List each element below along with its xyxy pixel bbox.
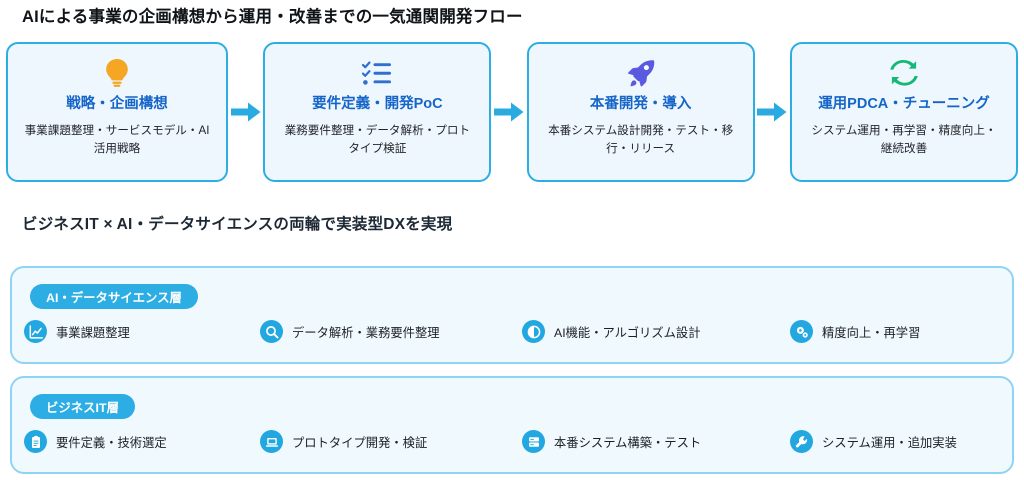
list-item[interactable]: システム運用・追加実装 [790,430,990,453]
list-item-label: AI機能・アルゴリズム設計 [554,325,701,340]
list-item[interactable]: 精度向上・再学習 [790,320,990,343]
list-item[interactable]: 本番システム構築・テスト [522,430,790,453]
flow-section-title: AIによる事業の企画構想から運用・改善までの一気通関開発フロー [22,8,523,26]
flow-card-description: 業務要件整理・データ解析・プロトタイプ検証 [284,124,471,155]
layer-panel-ai: AI・データサイエンス層 事業課題整理 データ解析・業務要件整理 [10,266,1014,364]
flow-card-description: システム運用・再学習・精度向上・継続改善 [811,124,997,155]
layers-section-title: ビジネスIT × AI・データサイエンスの両輪で実装型DXを実現 [22,216,453,233]
list-item[interactable]: データ解析・業務要件整理 [260,320,522,343]
list-item[interactable]: 要件定義・技術選定 [24,430,260,453]
flow-arrow-1 [228,42,263,182]
list-item[interactable]: AI機能・アルゴリズム設計 [522,320,790,343]
list-item[interactable]: 事業課題整理 [24,320,260,343]
search-icon [260,320,283,343]
flow-card-requirements[interactable]: 要件定義・開発PoC 業務要件整理・データ解析・プロトタイプ検証 [263,42,492,182]
flow-card-operations[interactable]: 運用PDCA・チューニング システム運用・再学習・精度向上・継続改善 [789,42,1018,182]
list-item-label: 精度向上・再学習 [822,325,921,340]
layer-items-it: 要件定義・技術選定 プロトタイプ開発・検証 本番シ [24,430,1000,453]
list-item-label: データ解析・業務要件整理 [292,325,440,340]
list-item-label: 要件定義・技術選定 [56,435,167,450]
list-item-label: プロトタイプ開発・検証 [292,435,428,450]
list-item[interactable]: プロトタイプ開発・検証 [260,430,522,453]
wrench-icon [790,430,813,453]
list-item-label: システム運用・追加実装 [822,435,957,450]
flow-card-description: 事業課題整理・サービスモデル・AI活用戦略 [24,124,210,155]
list-item-label: 事業課題整理 [56,325,130,340]
brain-circuit-icon [522,320,545,343]
flow-arrow-3 [755,42,790,182]
flow-arrow-2 [491,42,526,182]
flow-card-title: 本番開発・導入 [589,96,692,112]
layer-items-ai: 事業課題整理 データ解析・業務要件整理 AI機能・アルゴリズム設計 [24,320,1000,343]
gears-icon [790,320,813,343]
layer-panel-it: ビジネスIT層 要件定義・技術選定 [10,376,1014,474]
checklist-icon [362,56,392,90]
laptop-icon [260,430,283,453]
rocket-icon [627,56,655,90]
server-icon [522,430,545,453]
clipboard-icon [24,430,47,453]
lightbulb-icon [104,56,130,90]
layer-badge-it: ビジネスIT層 [30,394,135,419]
layer-badge-ai: AI・データサイエンス層 [30,284,198,309]
flow-card-production[interactable]: 本番開発・導入 本番システム設計開発・テスト・移行・リリース [526,42,755,182]
chart-line-icon [24,320,47,343]
list-item-label: 本番システム構築・テスト [554,435,702,450]
flow-card-title: 運用PDCA・チューニング [818,96,990,112]
flow-card-description: 本番システム設計開発・テスト・移行・リリース [548,124,734,155]
flow-card-title: 要件定義・開発PoC [312,96,443,112]
flow-steps-row: 戦略・企画構想 事業課題整理・サービスモデル・AI活用戦略 要件定義・開発PoC… [6,41,1018,183]
flow-card-strategy[interactable]: 戦略・企画構想 事業課題整理・サービスモデル・AI活用戦略 [6,42,228,182]
flow-card-title: 戦略・企画構想 [66,96,168,112]
refresh-cycle-icon [890,56,918,90]
